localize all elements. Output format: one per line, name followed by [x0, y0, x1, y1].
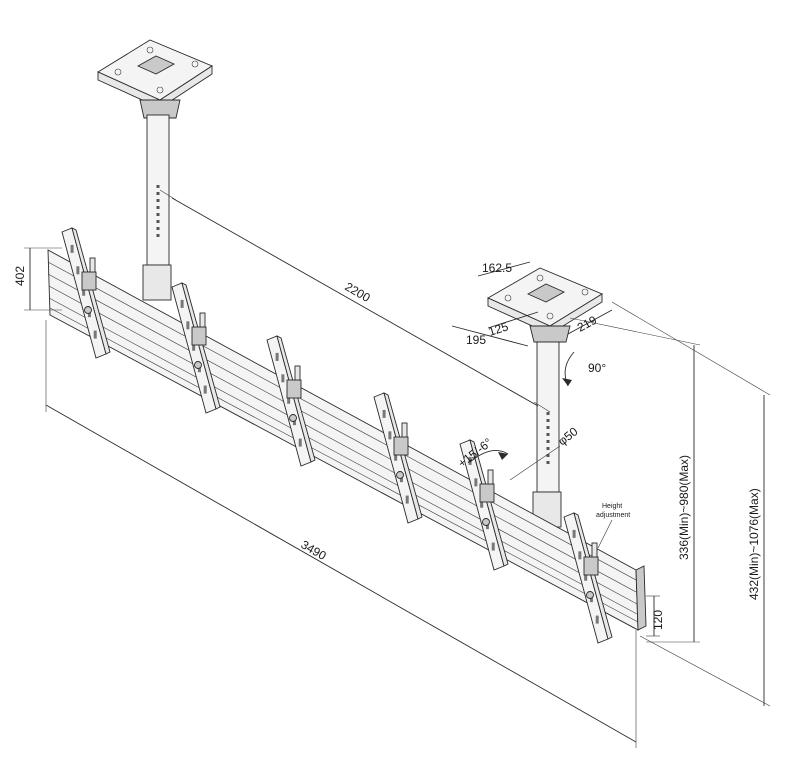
- plate-length-label: 195: [466, 333, 486, 347]
- bracket-slot: [480, 499, 484, 508]
- bracket-slot: [595, 615, 599, 624]
- plate-width-label: 162.5: [482, 261, 512, 275]
- bracket-slot: [287, 395, 291, 404]
- pole-hole: [156, 206, 160, 209]
- bracket-slot: [93, 330, 97, 339]
- tilt-bracket: [373, 392, 423, 524]
- tilt-bracket: [171, 282, 221, 414]
- height-adjustment-label-line2: adjustment: [596, 512, 630, 519]
- bracket-slot: [180, 299, 184, 308]
- left-pole: [142, 114, 172, 301]
- pole-hole: [156, 234, 160, 237]
- bracket-slot: [382, 409, 386, 418]
- pole-hole: [546, 426, 550, 429]
- total-length-label: 3490: [299, 537, 329, 563]
- pole-hole: [546, 447, 550, 450]
- pole-hole: [156, 192, 160, 195]
- right-pole: [532, 341, 562, 528]
- tilt-bracket: [61, 227, 111, 359]
- bracket-slot: [578, 551, 582, 560]
- bracket-slot: [405, 495, 409, 504]
- pole-hole: [546, 461, 550, 464]
- pole-spacing-label: 2200: [343, 279, 373, 305]
- bracket-slot: [76, 266, 80, 275]
- tilt-bracket: [266, 335, 316, 467]
- height-range-pole-label: 336(Min)~980(Max): [677, 455, 691, 560]
- pole-hole: [156, 220, 160, 223]
- bracket-slot: [572, 529, 576, 538]
- bracket-slot: [491, 542, 495, 551]
- bracket-slot: [584, 572, 588, 581]
- right-ceiling-plate: [487, 267, 603, 343]
- height-adjustment-label-line1: Height: [602, 503, 622, 510]
- pole-hole: [546, 412, 550, 415]
- bracket-slot: [388, 431, 392, 440]
- bracket-slot: [192, 342, 196, 351]
- tilt-bracket: [459, 439, 509, 571]
- pole-hole: [546, 419, 550, 422]
- bracket-slot: [468, 456, 472, 465]
- bracket-slot: [82, 287, 86, 296]
- left-ceiling-plate: [97, 39, 213, 119]
- bracket-slot: [70, 244, 74, 253]
- bracket-slot: [203, 385, 207, 394]
- pole-hole: [156, 213, 160, 216]
- bracket-slot: [394, 452, 398, 461]
- height-range-total-label: 432(Min)~1076(Max): [747, 488, 761, 600]
- pole-hole: [156, 185, 160, 188]
- pole-hole: [546, 433, 550, 436]
- panel-height-label: 402: [13, 266, 27, 286]
- plate-hole-spacing-label: 125: [487, 319, 511, 339]
- bracket-slot: [186, 321, 190, 330]
- bracket-slot: [281, 374, 285, 383]
- pole-hole: [546, 454, 550, 457]
- pole-hole: [156, 227, 160, 230]
- pole-hole: [156, 199, 160, 202]
- pole-hole: [546, 440, 550, 443]
- dimension-lines: [24, 189, 771, 748]
- tilt-bracket: [563, 512, 613, 644]
- tilt-brackets: [61, 227, 613, 644]
- bracket-slot: [275, 352, 279, 361]
- rail-height-label: 120: [651, 610, 665, 630]
- bracket-slot: [474, 478, 478, 487]
- rotation-label: 90°: [588, 361, 606, 375]
- bracket-slot: [298, 438, 302, 447]
